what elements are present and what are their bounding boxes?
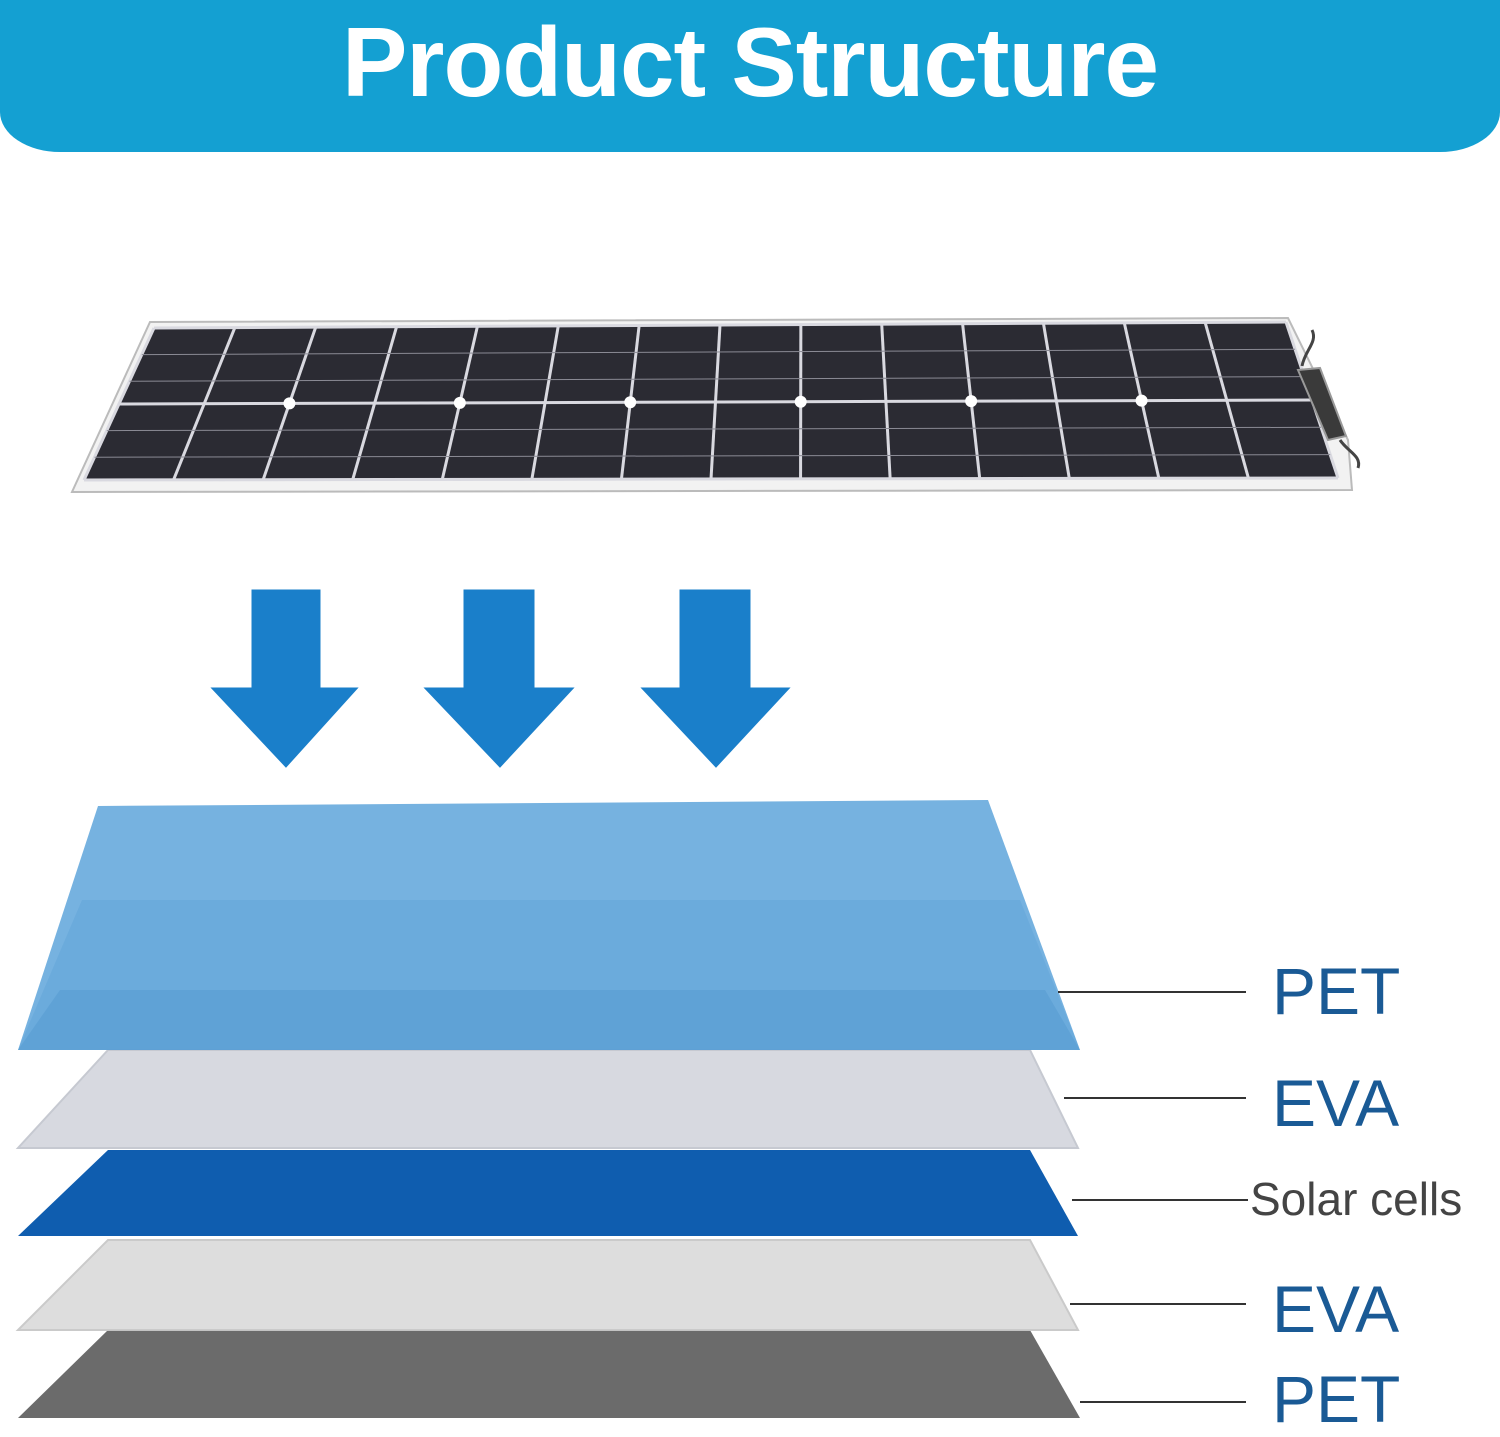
junction-box [1296, 366, 1348, 442]
down-arrow-icon [633, 586, 798, 773]
leader-lines [1058, 991, 1248, 1403]
layer-pet-top [18, 800, 1080, 1050]
layer-pet-top-shade-1 [18, 900, 1080, 1050]
layer-pet-top-shade-2 [18, 990, 1080, 1050]
header-banner: Product Structure [0, 0, 1500, 152]
down-arrow-icon [203, 586, 366, 773]
down-arrow-icon [416, 586, 582, 773]
panel-busbar-line [106, 426, 1322, 432]
layer-solar-cells [18, 1150, 1078, 1236]
solar-panel [70, 316, 1361, 494]
panel-junction-dot [453, 396, 466, 409]
panel-busbar-line [94, 454, 1331, 458]
panel-cable-lower [1338, 439, 1361, 469]
panel-row-divider [118, 398, 1313, 406]
page-title: Product Structure [341, 6, 1159, 117]
layer-label-solar-cells: Solar cells [1250, 1173, 1463, 1225]
panel-busbar-line [141, 348, 1296, 356]
layer-eva-top [15, 1049, 1080, 1149]
panel-busbar-line [129, 376, 1305, 382]
arrows [203, 586, 798, 773]
panel-junction-dot [965, 395, 978, 408]
panel-junction-dot [283, 397, 296, 410]
layer-pet-bottom [18, 1330, 1080, 1418]
panel-row-divider [153, 320, 1287, 330]
layer-label-eva-bottom: EVA [1272, 1272, 1400, 1346]
panel-busbar-dots [283, 394, 1148, 410]
layer-eva-bottom [15, 1239, 1080, 1331]
panel-junction-dot [1135, 394, 1148, 407]
layer-stack [15, 800, 1080, 1418]
layer-label-pet-top: PET [1272, 954, 1401, 1028]
panel-junction-dot [794, 395, 807, 408]
panel-cable [1300, 329, 1315, 367]
layer-label-pet-bottom: PET [1272, 1362, 1401, 1436]
panel-junction-dot [624, 396, 637, 409]
layer-label-eva-top: EVA [1272, 1066, 1400, 1140]
panel-row-divider [83, 476, 1339, 482]
